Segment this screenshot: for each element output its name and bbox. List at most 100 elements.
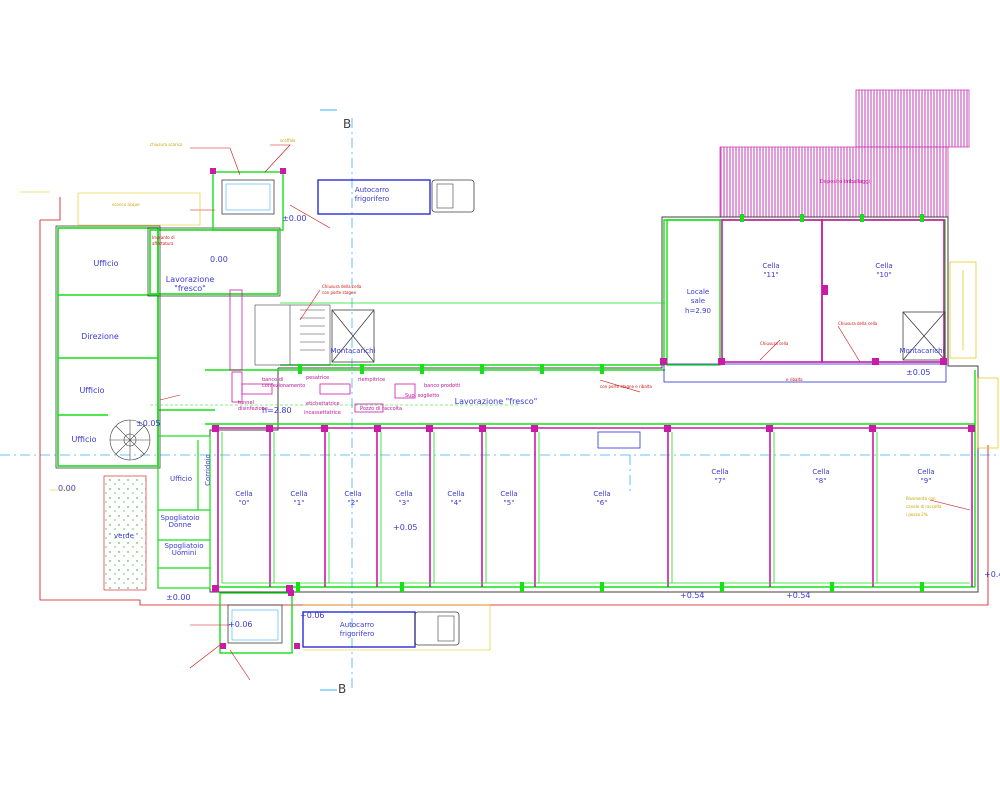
elevation-13: h=2.80 [262,406,292,415]
truck-bottom-label-2: frigorifero [340,630,375,638]
note-impianto: Impianto di [152,235,175,240]
note-banco-prodotti: banco prodotti [424,383,461,389]
note-pendenza-1: Pavimento con [906,496,936,501]
room-direzione: Direzione [81,332,119,341]
section-mark-top: B [343,117,351,131]
note-pendenza-2: canale di raccolta [906,504,942,509]
elevation-11: +0.06 [228,620,253,629]
cell-4-name: Cella [447,490,464,498]
elevation-marks: 0.00 ±0.00 ±0.05 ±0.05 +0.05 +0.54 +0.54… [58,214,1000,629]
elevation-1: 0.00 [58,484,76,493]
note-tunnel: tunnel [238,400,254,406]
cells-row-inner [221,432,970,584]
room-lavorazione-main: Lavorazione "fresco" [455,397,538,406]
magenta-pillars [210,168,975,649]
equipment-notes: Impianto di affettatura tunnel disinfezi… [112,138,942,517]
cell-7-number: "7" [715,477,726,485]
cell-3-name: Cella [395,490,412,498]
blue-corridor-strip [663,363,947,383]
truck-bottom-label-1: Autocarro [340,621,374,629]
truck-top-label-2: frigorifero [355,195,390,203]
elevation-4: ±0.05 [906,368,931,377]
elevation-6: +0.54 [680,591,705,600]
roof-deposito-label: Deposito imballaggi [820,179,870,185]
cell-6-equipment [597,431,641,449]
note-scaffale: scaffale [280,138,296,143]
upper-cells-walls [721,219,945,363]
note-chiusura-5: con porte stagne e ribalta [600,384,652,389]
cell-11-number: "11" [763,271,778,279]
elevation-3: ±0.05 [136,419,161,428]
truck-top-label-1: Autocarro [355,186,389,194]
room-ufficio-mid: Ufficio [79,386,104,395]
note-pendenza-3: i pozzo 2% [906,512,928,517]
montacarichi-right-label: Montacarichi [900,347,945,355]
cell-9-name: Cella [917,468,934,476]
cell-1-number: "1" [294,499,305,507]
cell-0-name: Cella [235,490,252,498]
cell-6-number: "6" [597,499,608,507]
room-ufficio-top: Ufficio [93,259,118,268]
yellow-outlines [20,191,491,651]
room-spogliatoio-uomini-2: Uomini [172,549,197,557]
room-locale-sale-2: sale [691,297,705,305]
note-chiusura-6: e ribalta [786,377,803,382]
cell-10-name: Cella [875,262,892,270]
elevation-8: ±0.00 [166,593,191,602]
room-spogliatoio-donne-2: Donne [169,521,192,529]
note-pozzo: Pozzo di raccolta [360,406,402,412]
west-lower-rooms [157,435,211,589]
note-scarico: scarico acque [112,202,140,207]
note-impianto-2: affettatura [152,241,174,246]
note-chiusura-3: Chiusura cella [760,341,789,346]
room-verde: verde [114,532,134,540]
cell-2-name: Cella [344,490,361,498]
room-lavorazione-small-2: "fresco" [174,284,206,293]
elevation-9: +0.40 [984,570,1000,579]
cell-4-number: "4" [451,499,462,507]
elevation-2: ±0.00 [282,214,307,223]
note-incassettatrice: incassettatrice [304,410,341,416]
elevation-10: 0.00 [210,255,228,264]
locale-sale-walls [666,219,721,366]
cell-6-name: Cella [593,490,610,498]
note-etichettatrice: etichettatrice [306,401,340,407]
note-chiusura-4: Chiusura della cella [838,321,878,326]
annotation-leaders [159,144,971,681]
processing-line [229,289,416,413]
cell-3-number: "3" [399,499,410,507]
room-ufficio-low: Ufficio [71,435,96,444]
note-chiusura-1: Chiusura della cella [322,284,362,289]
room-lavorazione-small-1: Lavorazione [166,275,215,284]
elevation-7: +0.54 [786,591,811,600]
cell-1-name: Cella [290,490,307,498]
note-chiusura-scarico: chiusura scarico [150,142,183,147]
elevation-5: +0.05 [393,523,418,532]
room-ufficio-small: Ufficio [170,475,192,483]
note-pesatrice: pesatrice [306,375,329,381]
truck-bottom [302,611,460,648]
note-riempitrice: riempitrice [358,377,385,383]
note-tunnel-2: disinfezione [238,406,268,412]
cell-7-name: Cella [711,468,728,476]
right-stair [949,261,999,449]
green-area [103,475,147,591]
cell-11-name: Cella [762,262,779,270]
montacarichi-left [331,309,375,363]
cell-5-name: Cella [500,490,517,498]
room-locale-sale-h: h=2.90 [685,307,711,315]
corridoio-label: Corridoio [204,454,212,486]
west-block-outline [55,225,281,469]
note-banco: banco di [262,377,283,383]
elevation-12: +0.06 [300,611,325,620]
truck-top [317,179,475,215]
montacarichi-left-label: Montacarichi [331,347,376,355]
note-chiusura-2: con porte stagne [322,290,357,295]
cell-9-number: "9" [921,477,932,485]
main-building-walls [150,216,979,593]
montacarichi-right [902,311,946,361]
note-sup: Sup. soglietto [405,393,439,399]
cell-2-number: "2" [348,499,359,507]
staircase [254,304,331,366]
section-mark-bottom: B [338,682,346,696]
